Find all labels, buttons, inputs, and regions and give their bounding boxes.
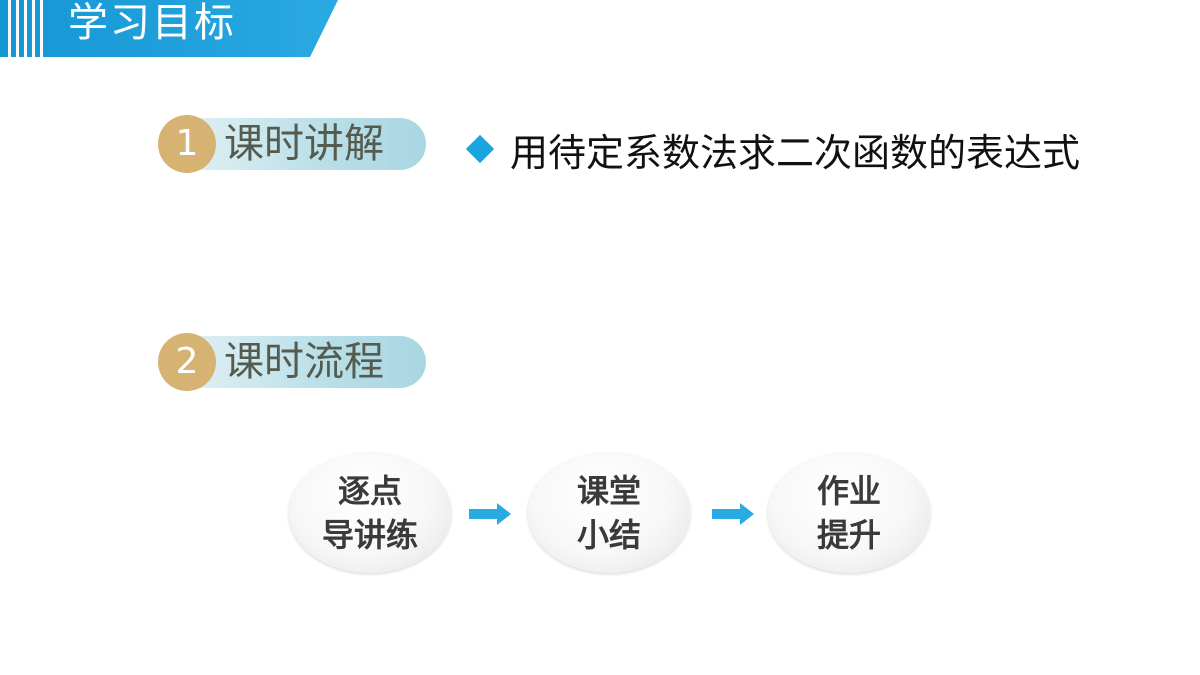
- flow-step-line1: 作业: [816, 472, 881, 510]
- section-label: 课时讲解: [224, 121, 384, 167]
- flow-step-3[interactable]: 作业 提升: [768, 453, 930, 573]
- flow-step-line1: 课堂: [576, 472, 641, 510]
- flow-step-line2: 小结: [576, 516, 641, 554]
- section-heading-2: 2 课时流程: [158, 333, 426, 391]
- section-label: 课时流程: [224, 339, 384, 385]
- header-banner: 学习目标: [0, 0, 340, 57]
- flow-step-line1: 逐点: [337, 472, 402, 510]
- arrow-right-icon: [469, 503, 511, 525]
- header-banner-shape: [0, 0, 338, 57]
- flow-step-1[interactable]: 逐点 导讲练: [289, 453, 451, 573]
- section-heading-1: 1 课时讲解: [158, 115, 426, 173]
- objective-item: 用待定系数法求二次函数的表达式: [462, 124, 1081, 175]
- page-title: 学习目标: [68, 0, 236, 46]
- section-number-badge: 1: [158, 115, 216, 173]
- objective-text: 用待定系数法求二次函数的表达式: [510, 130, 1081, 175]
- flow-step-2[interactable]: 课堂 小结: [528, 453, 690, 573]
- section-pill: [176, 118, 426, 170]
- section-number-badge: 2: [158, 333, 216, 391]
- diamond-icon: [465, 134, 495, 164]
- section-pill: [176, 336, 426, 388]
- flow-step-line2: 导讲练: [321, 516, 418, 554]
- flow-step-line2: 提升: [816, 516, 881, 554]
- arrow-right-icon: [712, 503, 754, 525]
